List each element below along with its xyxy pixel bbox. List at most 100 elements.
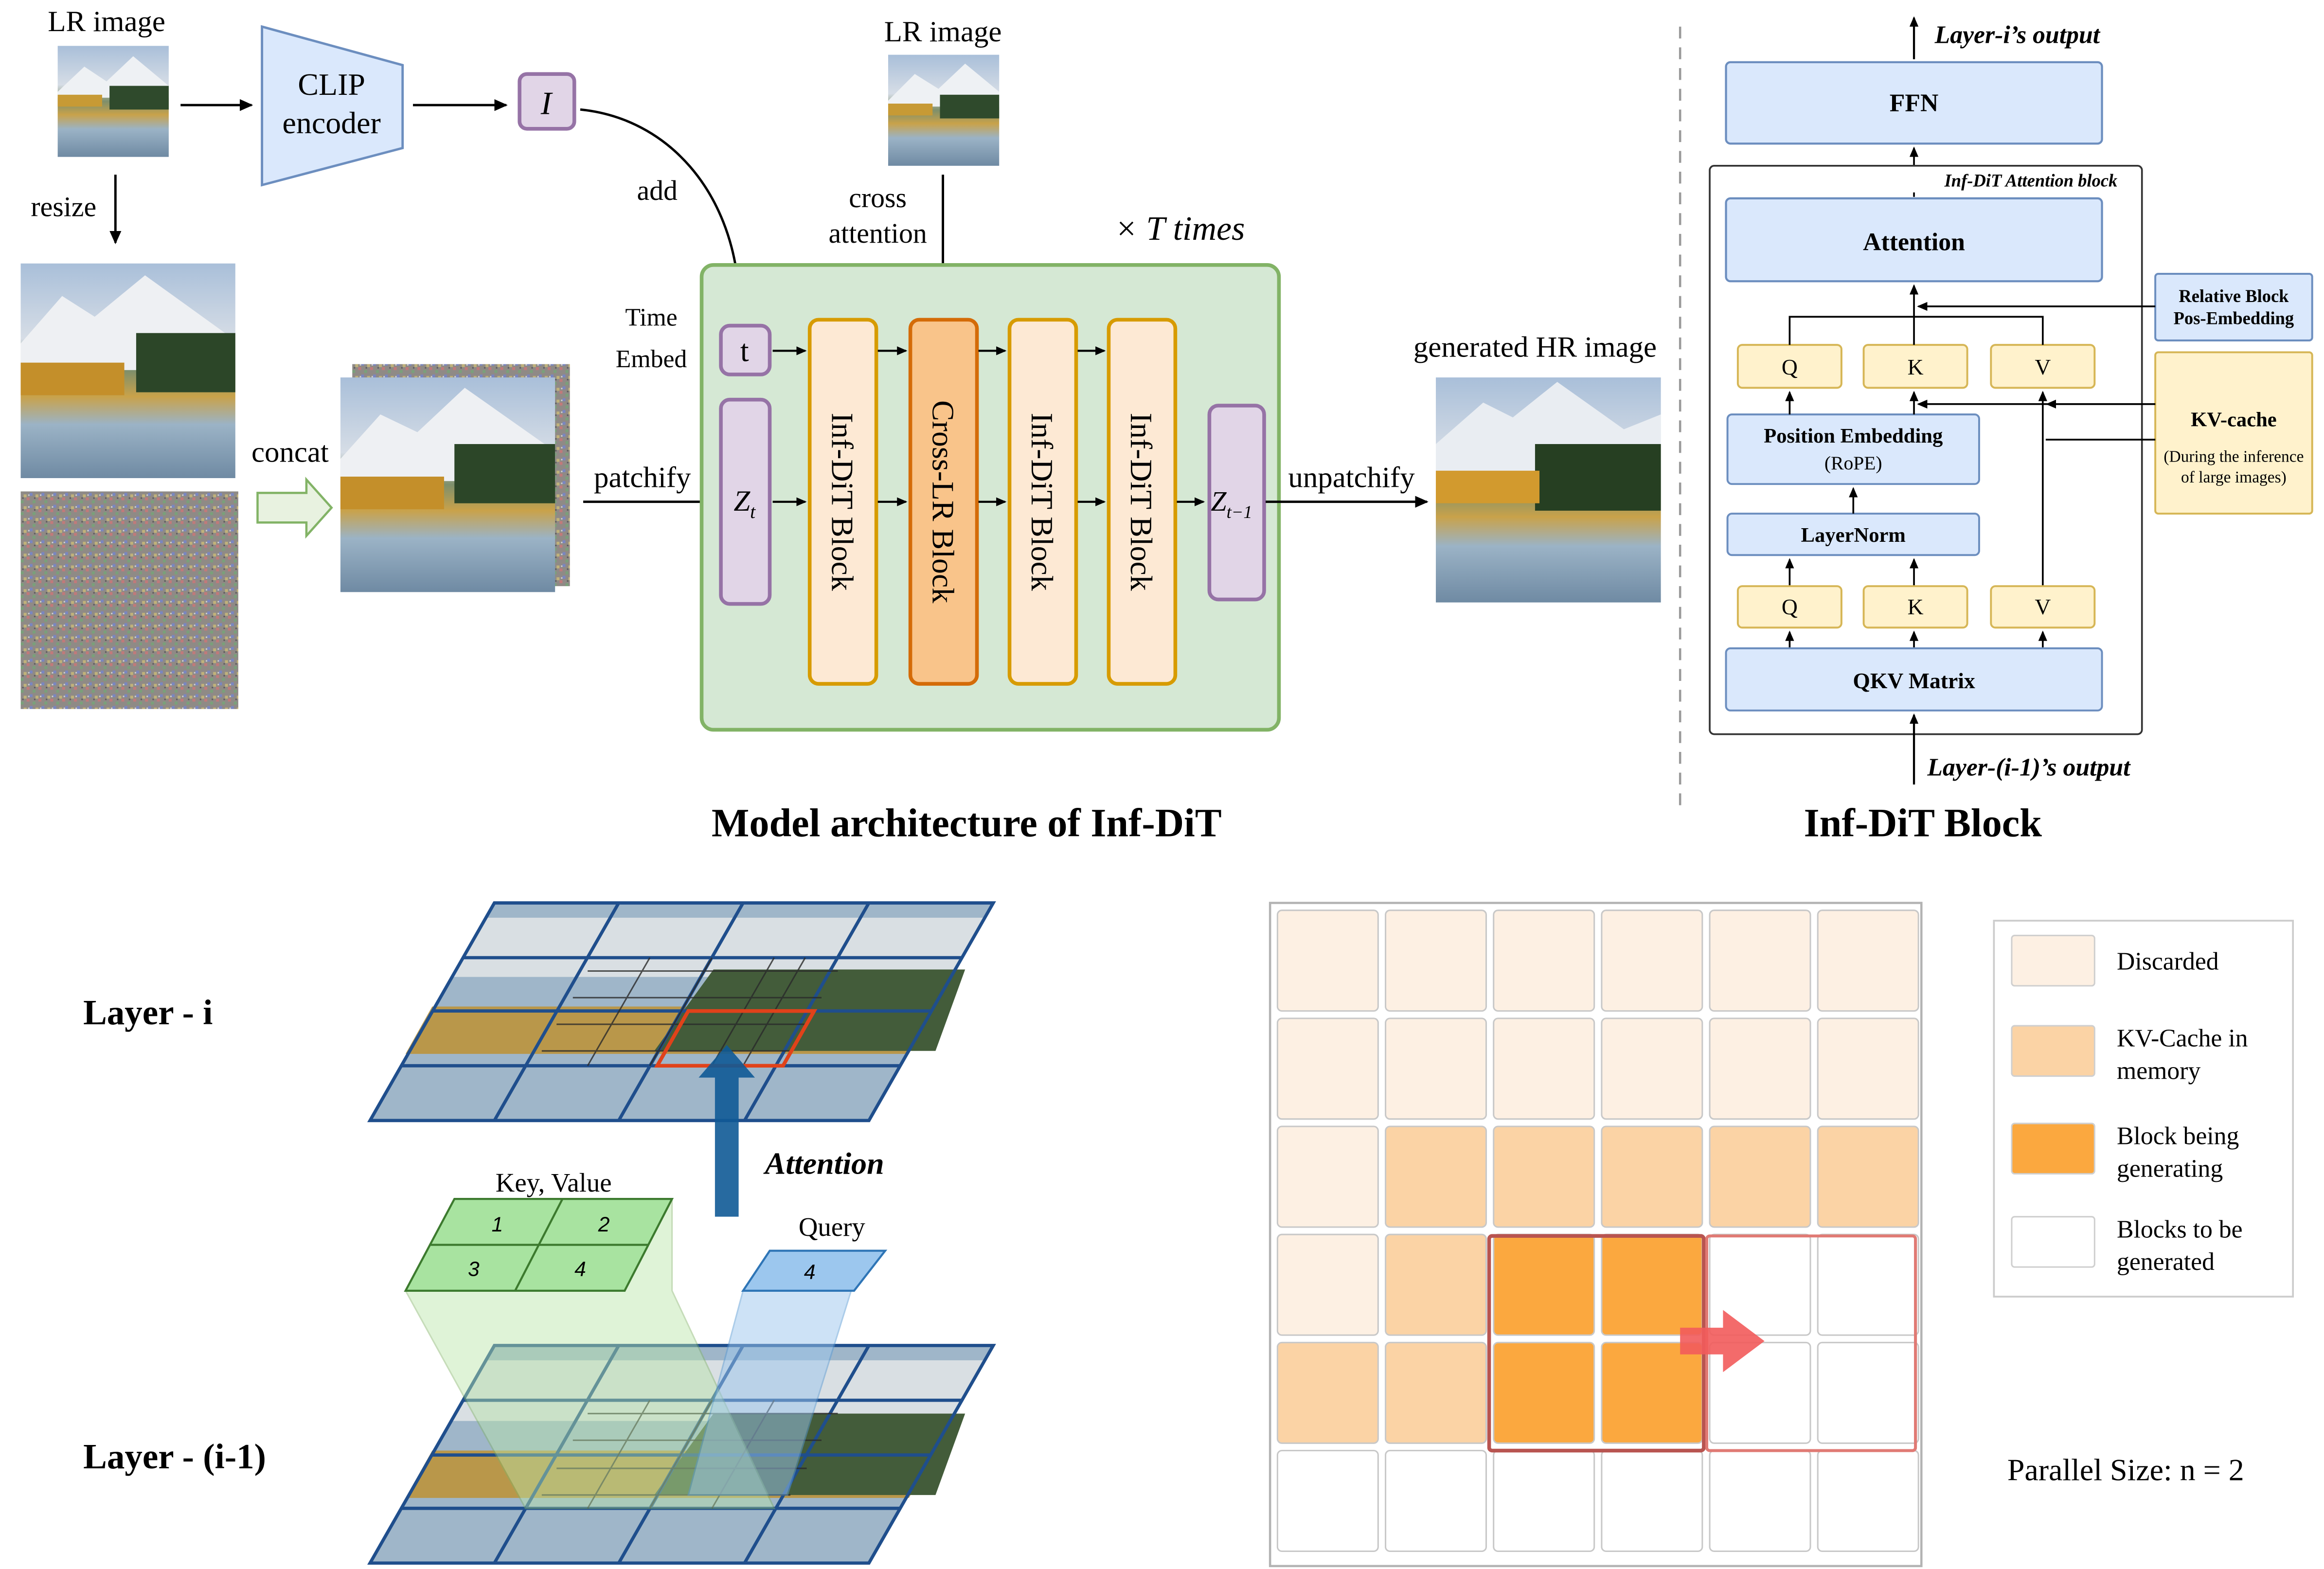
grid-cell-todo (1276, 1450, 1379, 1552)
resize-label: resize (31, 191, 96, 222)
zt-box (719, 397, 772, 606)
concat-image-layer (340, 377, 555, 592)
qkv-to-attention-lines (1788, 284, 2044, 345)
kv-cache-label: KV-cache (2191, 408, 2277, 431)
add-label: add (637, 175, 678, 206)
kv-cell-1: 1 (492, 1213, 503, 1236)
grid-cell-gen (1493, 1341, 1595, 1444)
zt-sub: t (750, 501, 756, 522)
image-token-label: I (540, 85, 553, 121)
inf-dit-block-1 (807, 318, 878, 686)
parallel-size-label: Parallel Size: n = 2 (2007, 1452, 2244, 1487)
layer-i-plane (367, 901, 996, 1123)
generated-hr-label: generated HR image (1413, 331, 1657, 363)
legend-label-gen: Block being (2117, 1123, 2239, 1150)
patchify-label: patchify (594, 461, 691, 494)
grid-cell-kv (1385, 1341, 1487, 1444)
position-embedding-box (1726, 413, 1980, 485)
grid-cell-todo (1709, 1450, 1811, 1552)
times-label: × T times (1115, 210, 1245, 248)
resized-lr-image (20, 263, 235, 479)
k-label-bottom: K (1908, 594, 1924, 619)
k-label-top: K (1908, 355, 1924, 379)
zt1-main: Z (1211, 485, 1227, 517)
kv-cache-note-line2: of large images) (2181, 468, 2287, 486)
grid-cell-discarded (1385, 1017, 1487, 1120)
block-arrows (772, 346, 1205, 506)
cross-lr-block-label: Cross-LR Block (926, 400, 960, 603)
concat-arrow (256, 477, 333, 539)
cross-lr-block (908, 318, 979, 686)
attention-block-frame (1709, 165, 2143, 735)
attention-up-arrow (698, 1045, 755, 1217)
grid-cell-kv (1276, 1341, 1379, 1444)
relative-pos-box (2154, 273, 2313, 341)
layer-prev-output-label: Layer-(i-1)’s output (1927, 754, 2131, 782)
qkv-bottom-row: Q K V (1736, 585, 2096, 629)
grid-cell-discarded (1493, 1017, 1595, 1120)
cross-attention-line2: attention (829, 217, 927, 249)
grid-cell-kv (1709, 1125, 1811, 1228)
layer-i-label: Layer - i (83, 993, 213, 1032)
zt-minus-1-label: Zt−1 (1211, 485, 1252, 522)
clip-encoder-line1: CLIP (298, 67, 365, 102)
v-box-bottom (1990, 585, 2096, 629)
noise-image (20, 491, 238, 709)
legend-label-discarded: Discarded (2117, 947, 2219, 975)
inf-dit-block-3 (1107, 318, 1178, 686)
position-embedding-label: Position Embedding (1764, 425, 1943, 447)
grid-cell-gen (1601, 1233, 1703, 1336)
q-label-top: Q (1782, 355, 1798, 379)
image-token-box (518, 72, 576, 131)
grid-cell-discarded (1709, 1017, 1811, 1120)
clip-encoder (261, 25, 404, 187)
grid-cell-discarded (1709, 909, 1811, 1012)
lr-image-thumbnail-2 (888, 54, 1000, 166)
kv-cache-arrows (1917, 399, 2156, 441)
lr-image-thumbnail (57, 46, 169, 157)
kv-cell-2: 2 (598, 1213, 610, 1236)
grid-cell-discarded (1385, 909, 1487, 1012)
grid-cell-discarded (1276, 1233, 1379, 1336)
qkv-matrix-box (1725, 647, 2103, 712)
layer-prev-plane (367, 1344, 996, 1565)
v-label-top: V (2035, 355, 2051, 379)
lr-image-label: LR image (48, 5, 165, 38)
grid-cell-todo (1385, 1450, 1487, 1552)
zt1-sub: t−1 (1227, 502, 1252, 522)
query-cell: 4 (804, 1260, 816, 1284)
q-box-bottom (1736, 585, 1842, 629)
ffn-label: FFN (1890, 89, 1939, 117)
generated-hr-image (1436, 377, 1661, 603)
qkv-matrix-label: QKV Matrix (1853, 668, 1975, 693)
grid-cell-todo (1817, 1233, 1919, 1336)
inf-dit-block-2 (1007, 318, 1078, 686)
legend-swatch-gen (2011, 1123, 2095, 1175)
matrix-to-qkv-arrows (1785, 630, 2047, 649)
qk-to-ln-arrows (1785, 558, 1919, 587)
architecture-caption: Model architecture of Inf-DiT (712, 801, 1222, 845)
k-box-top (1862, 344, 1968, 389)
unpatchify-label: unpatchify (1288, 461, 1415, 494)
layer-prev-label: Layer - (i-1) (83, 1437, 266, 1476)
grid-cell-discarded (1601, 1017, 1703, 1120)
kv-cell-4: 4 (574, 1257, 586, 1281)
advance-arrow-icon (1680, 1310, 1765, 1373)
q-label-bottom: Q (1782, 594, 1798, 619)
grid-cell-todo (1601, 1450, 1703, 1552)
attention-illustration: Layer - i Layer - (i-1) (83, 901, 996, 1565)
grid-cell-discarded (1276, 1125, 1379, 1228)
lr-image-label-2: LR image (884, 16, 1002, 48)
attention-block-title: Inf-DiT Attention block (1944, 170, 2118, 190)
zt-minus-1-box (1207, 404, 1266, 602)
inf-dit-block-2-label: Inf-DiT Block (1025, 413, 1059, 591)
legend-swatch-kv (2011, 1025, 2095, 1077)
grid-cell-discarded (1601, 909, 1703, 1012)
block-caption: Inf-DiT Block (1804, 801, 2042, 845)
legend-label-todo: generated (2117, 1248, 2215, 1276)
grid-cell-discarded (1276, 1017, 1379, 1120)
query-volume: 4 (687, 1249, 888, 1496)
